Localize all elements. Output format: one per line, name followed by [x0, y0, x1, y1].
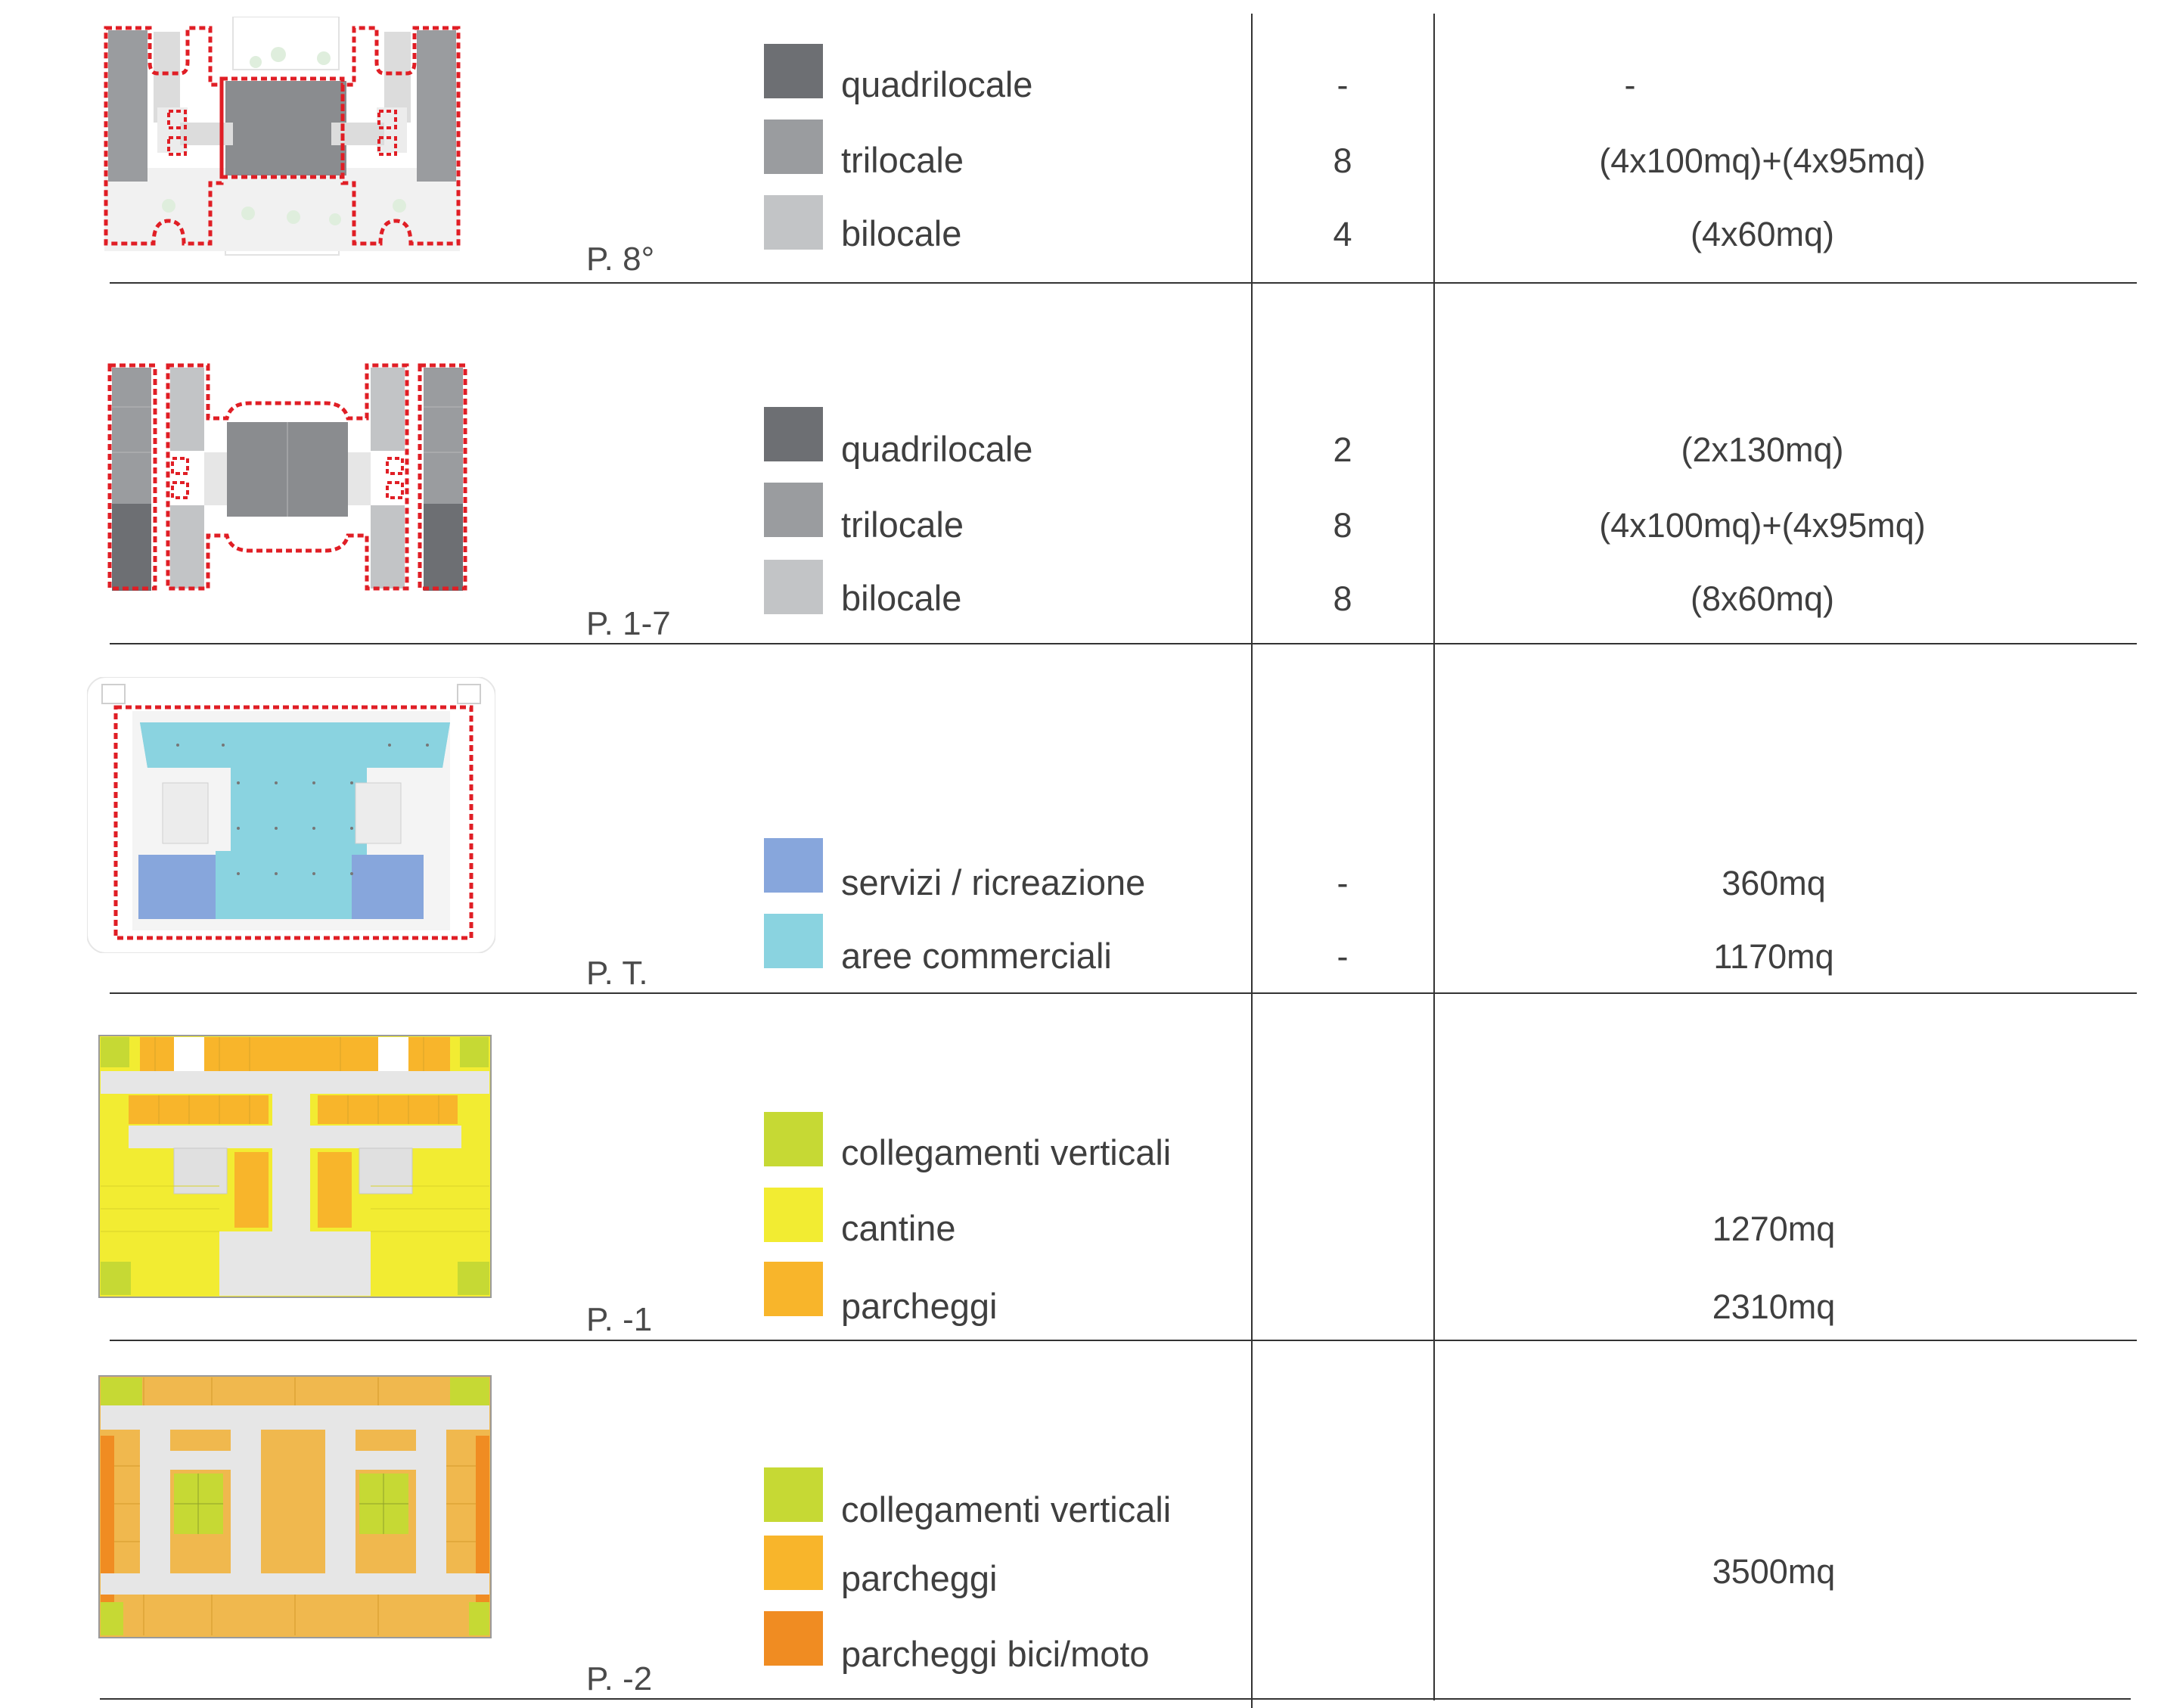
unit-area: 3500mq [1712, 1552, 1836, 1591]
legend-label: quadrilocale [841, 429, 1033, 469]
unit-area: (8x60mq) [1690, 579, 1835, 618]
unit-count: 8 [1333, 506, 1352, 545]
unit-count: - [1337, 937, 1349, 976]
legend-label: cantine [841, 1208, 956, 1248]
floor-label: P. -2 [586, 1660, 653, 1697]
legend-swatch-bilocale [764, 560, 823, 614]
unit-count: 4 [1333, 215, 1352, 253]
legend-label: parcheggi [841, 1558, 998, 1598]
row-divider-4 [110, 1340, 2137, 1341]
legend-swatch-trilocale [764, 120, 823, 174]
unit-area: 1270mq [1712, 1210, 1836, 1248]
row-divider-3 [110, 992, 2137, 994]
unit-count: - [1337, 864, 1349, 902]
legend-swatch-parcheggi [764, 1536, 823, 1590]
legend-swatch-trilocale [764, 483, 823, 537]
legend-swatch-collegamenti-verticali [764, 1112, 823, 1166]
legend-swatch-quadrilocale [764, 407, 823, 461]
legend-label: bilocale [841, 213, 962, 253]
unit-area: (4x100mq)+(4x95mq) [1599, 506, 1926, 545]
floor-plan-1-7 [106, 362, 469, 604]
unit-area: 1170mq [1713, 937, 1834, 976]
floor-plan-ground [87, 677, 495, 953]
legend-swatch-parcheggi-bici-moto [764, 1611, 823, 1666]
floor-label: P. 8° [586, 241, 655, 278]
unit-area: 360mq [1722, 864, 1826, 902]
floor-plan-basement-2 [98, 1375, 492, 1638]
floor-label: P. -1 [586, 1301, 653, 1338]
row-divider-1 [110, 282, 2137, 284]
floor-plan-basement-1 [98, 1035, 492, 1298]
legend-swatch-parcheggi [764, 1262, 823, 1316]
legend-swatch-collegamenti-verticali [764, 1467, 823, 1522]
legend-label: collegamenti verticali [841, 1489, 1172, 1529]
column-divider-1 [1251, 14, 1253, 1708]
legend-label: parcheggi bici/moto [841, 1634, 1150, 1674]
legend-label: quadrilocale [841, 64, 1033, 104]
unit-count: 8 [1333, 579, 1352, 618]
unit-count: 8 [1333, 141, 1352, 180]
row-divider-2 [110, 643, 2137, 644]
unit-area: (2x130mq) [1681, 430, 1844, 469]
legend-swatch-servizi-ricreazione [764, 838, 823, 893]
legend-label: parcheggi [841, 1286, 998, 1326]
legend-label: aree commerciali [841, 936, 1112, 976]
legend-label: trilocale [841, 140, 964, 180]
column-divider-2 [1433, 14, 1435, 1700]
row-divider-5 [100, 1698, 2131, 1700]
legend-swatch-quadrilocale [764, 44, 823, 98]
unit-area: - [1624, 66, 1636, 104]
legend-label: collegamenti verticali [841, 1132, 1172, 1172]
unit-count: 2 [1333, 430, 1352, 469]
legend-swatch-aree-commerciali [764, 914, 823, 968]
legend-swatch-cantine [764, 1188, 823, 1242]
floor-label: P. 1-7 [586, 605, 671, 642]
unit-count: - [1337, 66, 1349, 104]
legend-label: servizi / ricreazione [841, 862, 1146, 902]
legend-swatch-bilocale [764, 195, 823, 250]
unit-area: 2310mq [1712, 1287, 1836, 1326]
unit-area: (4x60mq) [1690, 215, 1835, 253]
floor-plan-8 [97, 17, 467, 259]
legend-label: bilocale [841, 578, 962, 618]
unit-area: (4x100mq)+(4x95mq) [1599, 141, 1926, 180]
legend-label: trilocale [841, 505, 964, 545]
floor-label: P. T. [586, 955, 648, 992]
